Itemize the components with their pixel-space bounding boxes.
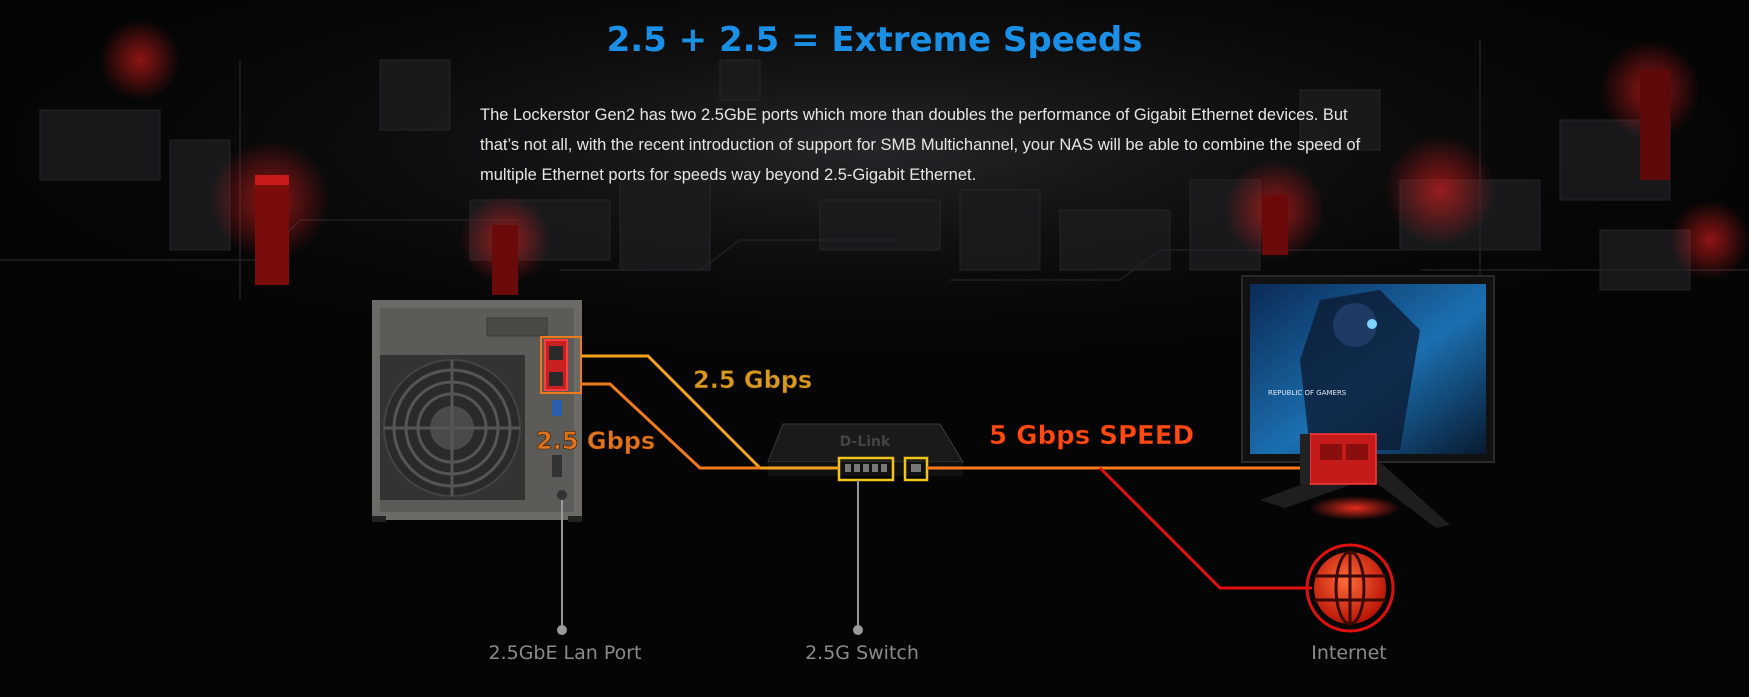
globe-icon [1305,543,1395,633]
internet-caption: Internet [1311,642,1386,664]
nas-port-caption: 2.5GbE Lan Port [488,642,641,664]
lower-link-cable [581,382,760,470]
upper-link-speed-label: 2.5 Gbps [693,366,812,394]
nas-fan [380,355,525,500]
intro-paragraph: The Lockerstor Gen2 has two 2.5GbE ports… [480,106,1361,184]
gaming-monitor: REPUBLIC OF GAMERS [1241,275,1495,528]
network-card [1300,433,1377,485]
network-switch: D-Link [767,423,964,482]
switch-callout-dot [853,625,863,635]
switch-caption: 2.5G Switch [805,642,919,664]
monitor-screen-text: REPUBLIC OF GAMERS [1268,389,1347,397]
nas-callout-dot [557,625,567,635]
switch-brand-label: D-Link [840,434,891,450]
page-title: 2.5 + 2.5 = Extreme Speeds [606,20,1143,60]
internet-link-cable [1098,466,1312,590]
lower-link-speed-label: 2.5 Gbps [536,427,655,455]
nas-device [372,300,582,522]
combined-speed-label: 5 Gbps SPEED [989,421,1194,451]
upper-link-cable [581,354,762,470]
